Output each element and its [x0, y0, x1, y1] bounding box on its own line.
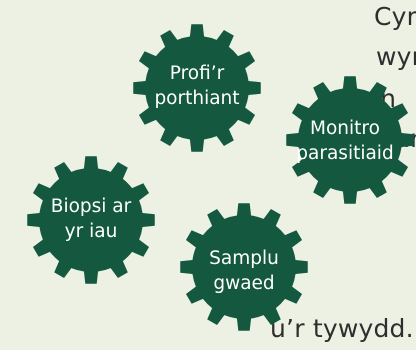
gear-blood-shape [180, 203, 308, 331]
gear-feed-label-line-1: Profi’r [170, 63, 225, 84]
background-text-line-2: wyn [376, 42, 416, 71]
gear-parasites-shape [286, 76, 414, 204]
background-text-line-1: Cymru [374, 2, 416, 31]
gear-blood: Samplu gwaed [180, 203, 308, 331]
gear-feed-shape [133, 24, 261, 152]
gear-blood-label-line-2: gwaed [213, 273, 274, 294]
gear-feed-label-line-2: porthiant [154, 88, 239, 109]
gear-biopsy-shape [27, 156, 155, 284]
gear-blood-label-line-1: Samplu [209, 248, 279, 269]
gear-feed: Profi’r porthiant [133, 24, 261, 152]
gear-biopsy-label-line-2: yr iau [65, 221, 118, 242]
background-text-line-5: u’r tywydd. [270, 314, 414, 343]
gear-biopsy: Biopsi ar yr iau [27, 156, 155, 284]
gear-parasites: Monitro parasitiaid [286, 76, 414, 204]
gear-parasites-label-line-1: Monitro [310, 118, 380, 139]
gear-parasites-label-line-2: parasitiaid [296, 143, 393, 164]
gear-biopsy-label-line-1: Biopsi ar [51, 196, 132, 217]
